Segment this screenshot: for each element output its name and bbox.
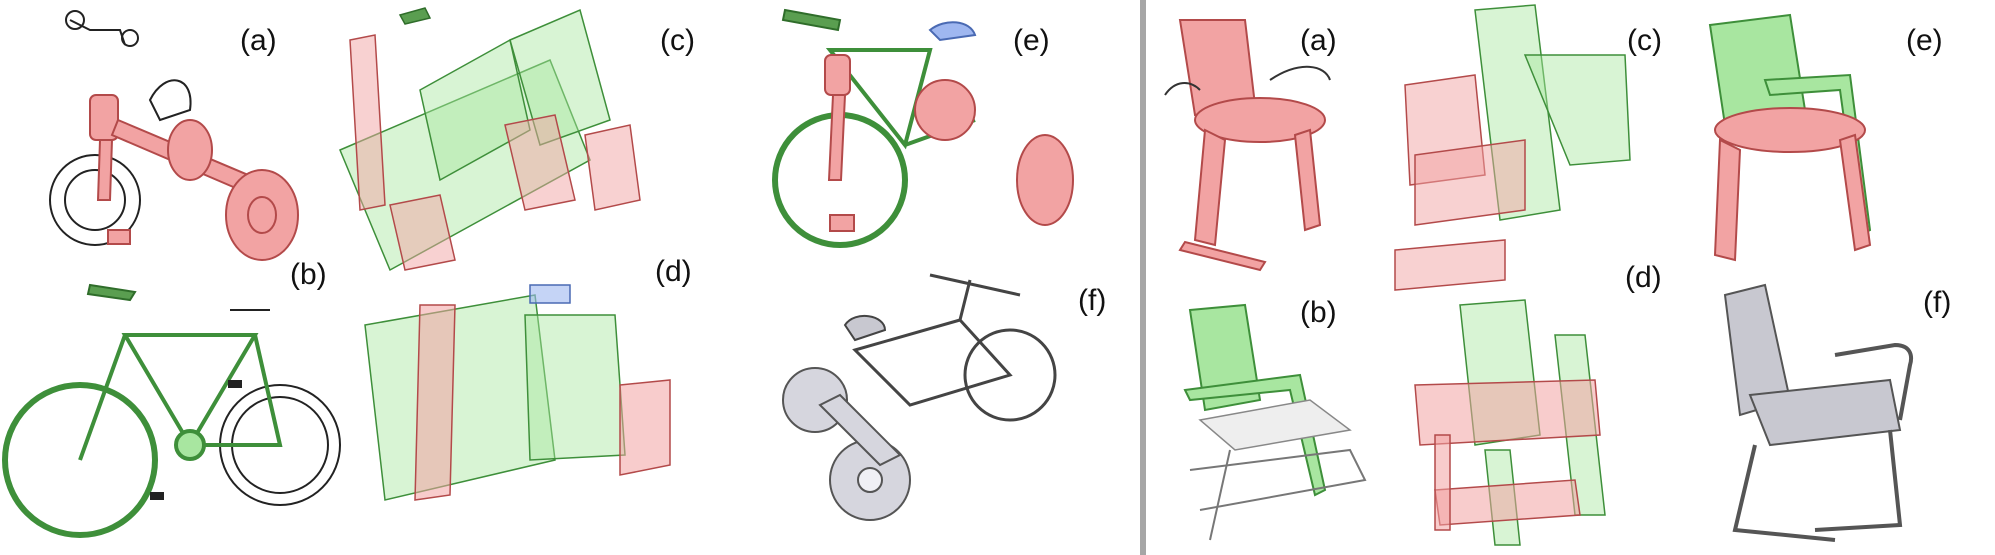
label-f: (f) bbox=[1078, 284, 1107, 317]
handlebar bbox=[86, 283, 137, 302]
front-wheel bbox=[2, 382, 158, 538]
chair-f-drawing bbox=[1723, 283, 1914, 542]
label-chair-a: (a) bbox=[1300, 24, 1337, 57]
chair-c-drawing bbox=[1394, 4, 1631, 291]
front-wheel bbox=[49, 154, 141, 246]
label-c: (c) bbox=[660, 24, 695, 57]
handlebar-part bbox=[398, 7, 432, 25]
tricycle-f-drawing bbox=[782, 273, 1057, 521]
exploded-boxes-c: (c) bbox=[330, 0, 710, 272]
tricycle-sketch-a: (a) bbox=[0, 0, 320, 270]
label-chair-c: (c) bbox=[1627, 24, 1662, 57]
bicycle-b-drawing bbox=[2, 283, 341, 538]
tricycle-e: (e) bbox=[745, 0, 1080, 270]
chair-seat bbox=[1198, 399, 1352, 451]
label-chair-d: (d) bbox=[1625, 261, 1662, 294]
seat bbox=[843, 315, 887, 342]
chair-b: (b) bbox=[1150, 290, 1370, 555]
chair-a-drawing bbox=[1164, 19, 1331, 272]
label-chair-f: (f) bbox=[1923, 286, 1952, 319]
chair-f: (f) bbox=[1695, 270, 1985, 555]
bicycle-b: (b) bbox=[0, 258, 341, 555]
chair-d: (d) bbox=[1375, 261, 1685, 555]
panel-divider bbox=[1140, 0, 1146, 555]
chair-seat bbox=[1748, 378, 1902, 447]
handlebar bbox=[781, 8, 842, 32]
label-e: (e) bbox=[1013, 24, 1050, 57]
boxes-d-drawing bbox=[364, 284, 671, 501]
front-wheel bbox=[963, 328, 1057, 422]
chair-seat bbox=[1714, 107, 1866, 153]
rear-wheel bbox=[1016, 134, 1074, 226]
tricycle-e-drawing bbox=[772, 8, 1074, 248]
tricycle-a-drawing bbox=[49, 10, 299, 261]
chair-e-drawing bbox=[1708, 13, 1872, 262]
label-a: (a) bbox=[240, 24, 277, 57]
frame bbox=[121, 333, 259, 449]
chair-d-drawing bbox=[1414, 299, 1606, 546]
seat bbox=[928, 21, 977, 42]
chair-c: (c) bbox=[1375, 0, 1685, 300]
seat-box bbox=[529, 284, 571, 304]
exploded-boxes-d: (d) bbox=[355, 255, 740, 555]
chair-seat bbox=[1194, 97, 1326, 143]
label-d: (d) bbox=[655, 255, 692, 288]
chair-e: (e) bbox=[1680, 0, 1970, 280]
label-chair-b: (b) bbox=[1300, 296, 1337, 329]
bicycle-panel: (a) (b) bbox=[0, 0, 1130, 555]
chair-b-drawing bbox=[1183, 303, 1367, 541]
label-chair-e: (e) bbox=[1906, 24, 1943, 57]
boxes-c-drawing bbox=[339, 7, 641, 272]
chair-panel: (a) (b) bbox=[1150, 0, 1995, 555]
tricycle-f: (f) bbox=[760, 250, 1130, 555]
label-b: (b) bbox=[290, 258, 327, 291]
chair-a: (a) bbox=[1150, 0, 1370, 280]
